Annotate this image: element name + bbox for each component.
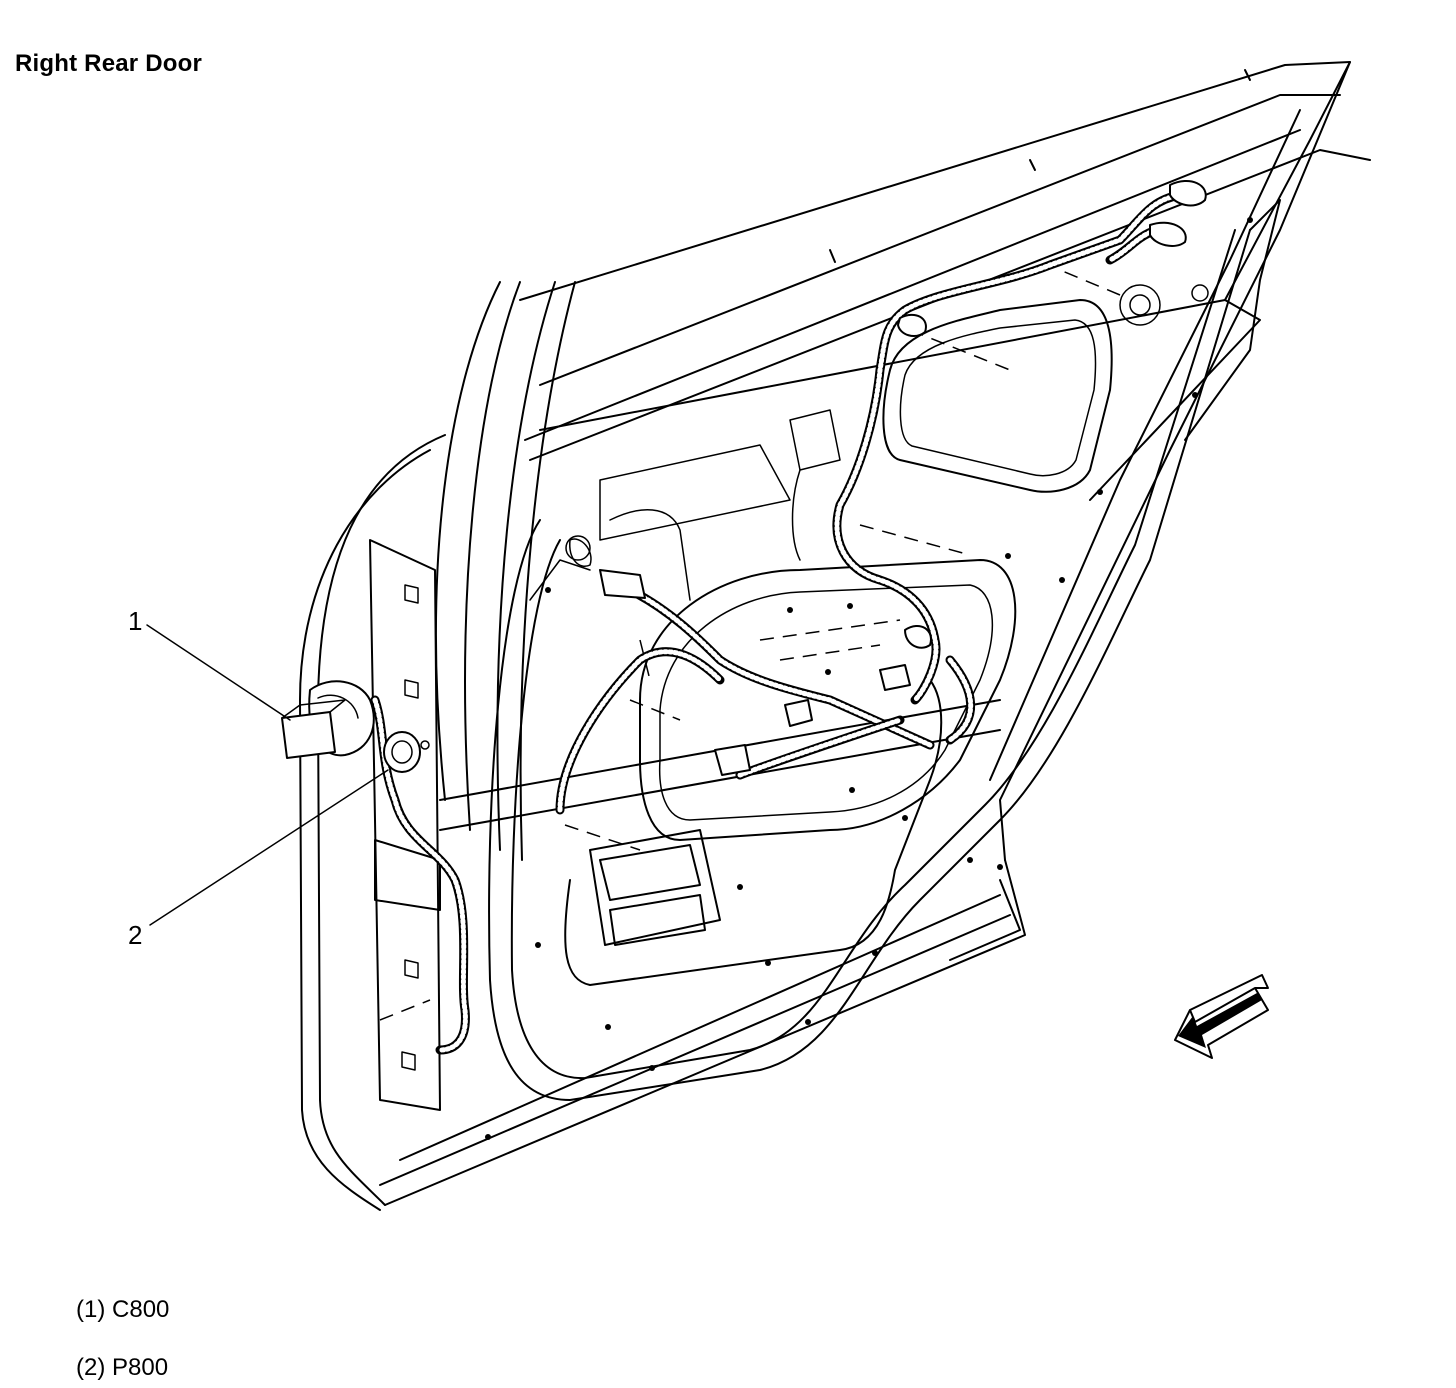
legend-text: C800 (112, 1296, 170, 1323)
legend-number: (1) (76, 1296, 106, 1323)
leader-line-2 (149, 769, 389, 926)
legend-text: P800 (112, 1354, 169, 1381)
leader-line-1 (146, 624, 291, 721)
door-frame (299, 61, 1371, 1211)
legend-item-2: (2) P800 (76, 1356, 168, 1380)
forward-arrow-icon (1174, 974, 1269, 1059)
callout-1: 1 (128, 606, 143, 636)
grommet-p800 (383, 731, 430, 773)
connector-c800 (281, 680, 375, 759)
callout-2: 2 (128, 920, 143, 950)
wiring-harness (370, 180, 1207, 1055)
legend-item-1: (1) C800 (76, 1298, 169, 1322)
legend-number: (2) (76, 1354, 106, 1381)
diagram-title: Right Rear Door (15, 50, 203, 77)
